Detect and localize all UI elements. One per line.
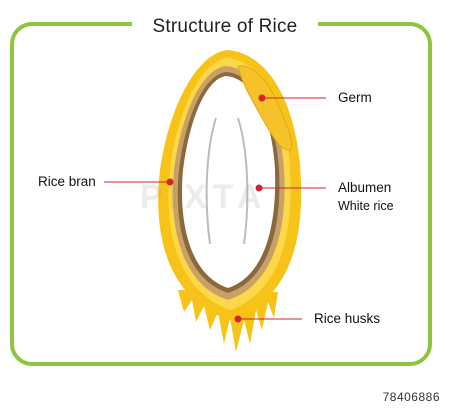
image-id: 78406886 [382, 390, 440, 404]
label-white-rice: White rice [338, 199, 394, 213]
label-albumen: Albumen [338, 180, 392, 195]
albumen-white-rice [182, 76, 276, 288]
leader-lines [104, 94, 326, 323]
germ-embryo [237, 65, 293, 151]
albumen-groove-right [237, 117, 249, 245]
diagram-title: Structure of Rice [132, 12, 318, 42]
label-germ: Germ [338, 90, 372, 105]
label-rice-bran: Rice bran [38, 174, 96, 189]
watermark-text: PIXTA [140, 178, 268, 216]
label-rice-husks: Rice husks [314, 311, 381, 326]
albumen-groove-left [205, 117, 217, 245]
